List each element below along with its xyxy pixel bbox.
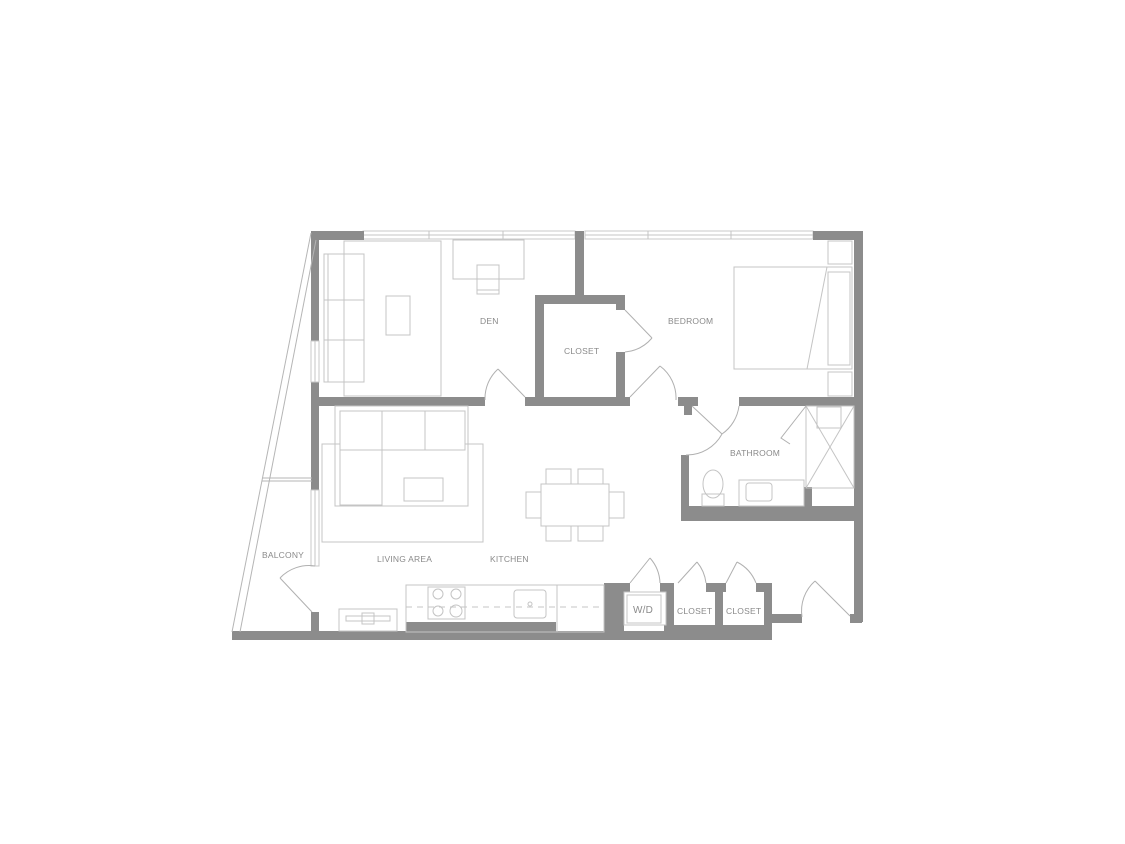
label-closet-den: CLOSET [564,346,599,356]
label-living-area: LIVING AREA [377,554,432,564]
balcony-railing [231,232,317,633]
bathroom-fixtures [701,405,855,507]
label-bathroom: BATHROOM [730,448,780,458]
room-labels: DEN CLOSET BEDROOM BATHROOM BALCONY LIVI… [262,316,780,616]
den-furniture [323,239,525,397]
bedroom-furniture [733,240,853,397]
label-wd: W/D [633,605,653,616]
kitchen-counter [338,584,605,633]
top-windows [362,230,814,240]
living-furniture [321,405,484,543]
label-bedroom: BEDROOM [668,316,713,326]
label-kitchen: KITCHEN [490,554,529,564]
dining-table [525,468,625,542]
washer-dryer [623,591,667,626]
doors [279,309,851,618]
label-closet-1: CLOSET [677,606,712,616]
label-balcony: BALCONY [262,550,304,560]
walls [232,231,863,640]
label-den: DEN [480,316,499,326]
label-closet-2: CLOSET [726,606,761,616]
